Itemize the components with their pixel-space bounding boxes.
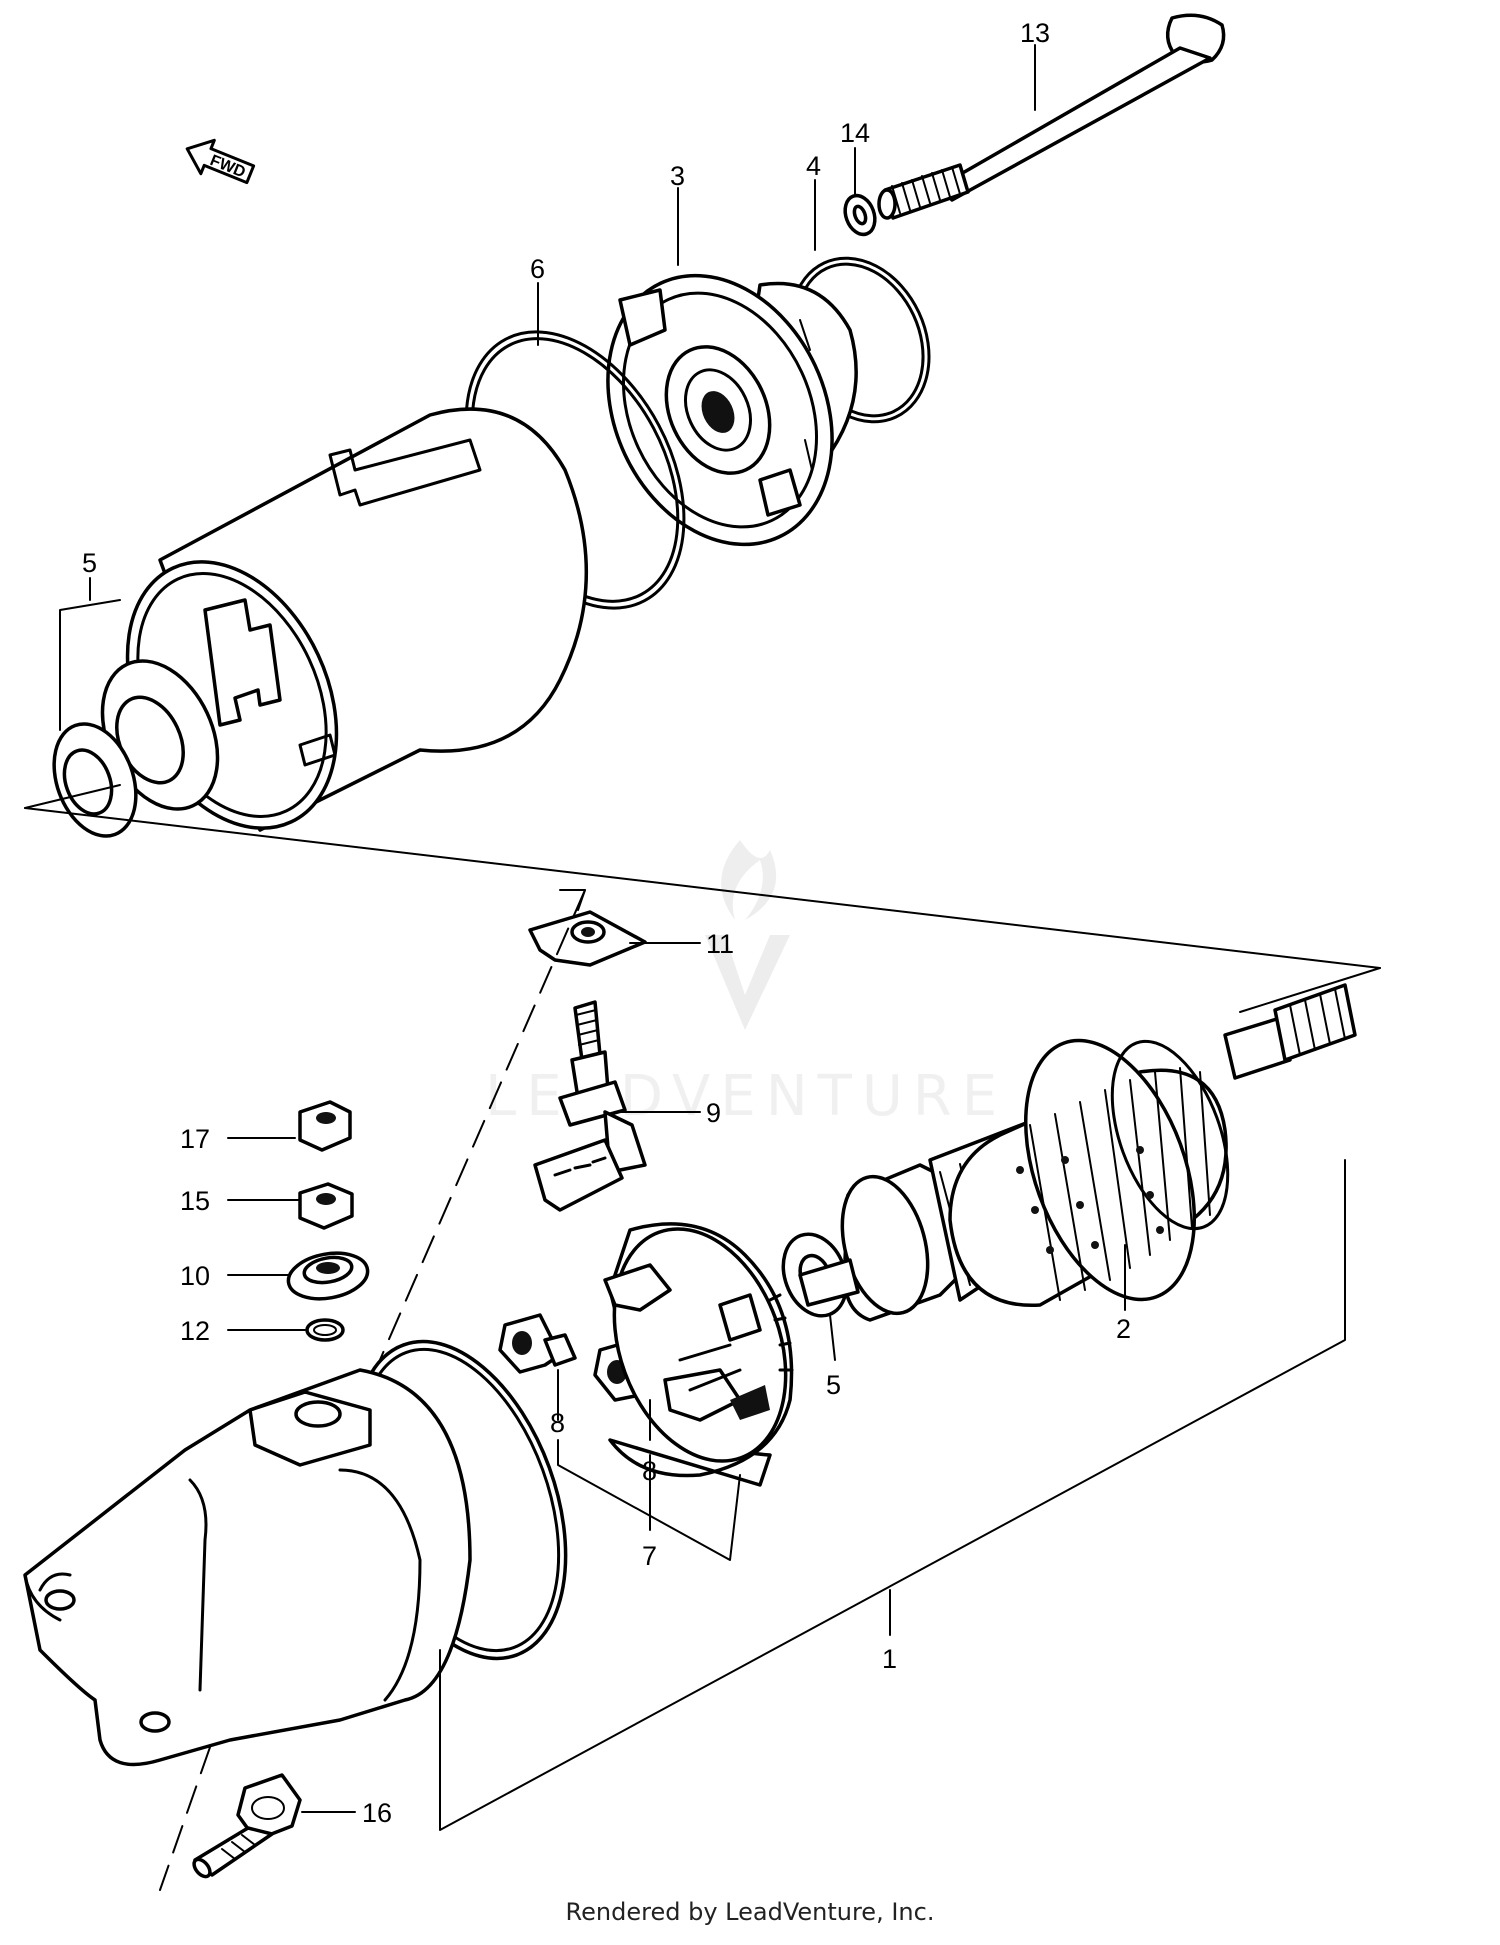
callout-12: 12 (180, 1316, 210, 1346)
part-insulator-10 (286, 1251, 370, 1301)
part-front-housing (23, 1339, 568, 1767)
callout-2: 2 (1116, 1314, 1131, 1344)
callout-9: 9 (706, 1098, 721, 1128)
callout-7: 7 (642, 1541, 657, 1571)
callout-leaders (59, 44, 1126, 1813)
axis-line (24, 784, 121, 809)
part-armature (798, 983, 1357, 1322)
assembly-bracket (439, 1159, 1346, 1831)
alignment-line (344, 889, 586, 1441)
part-brush-plate-assembly (603, 1222, 794, 1487)
part-bolt-16 (192, 1773, 302, 1879)
part-nut-15 (298, 1182, 354, 1230)
callout-3: 3 (670, 161, 685, 191)
part-thrust-washers (52, 659, 220, 838)
part-nut-17 (298, 1100, 352, 1152)
part-through-bolt (877, 13, 1226, 220)
part-washer-14 (843, 193, 877, 237)
footer-credit: Rendered by LeadVenture, Inc. (565, 1898, 935, 1926)
callout-8-right: 8 (642, 1456, 657, 1486)
watermark-logo: LEADVENTURE (485, 840, 997, 1129)
callout-10: 10 (180, 1261, 210, 1291)
callout-11: 11 (706, 929, 734, 959)
callout-13: 13 (1020, 18, 1050, 48)
part-yoke-housing (125, 407, 589, 832)
callout-15: 15 (180, 1186, 210, 1216)
callout-8-left: 8 (550, 1408, 565, 1438)
callout-14: 14 (840, 118, 870, 148)
callout-4: 4 (806, 151, 821, 181)
part-rear-end-cover (606, 273, 858, 547)
part-terminal-bolt (533, 1000, 647, 1212)
forward-arrow-icon: FWD (185, 138, 256, 185)
callout-5-upper: 5 (82, 548, 97, 578)
callout-6: 6 (530, 254, 545, 284)
callout-17: 17 (180, 1124, 210, 1154)
part-o-ring-12 (305, 1318, 345, 1342)
callout-1: 1 (882, 1644, 897, 1674)
callout-16: 16 (362, 1798, 392, 1828)
part-terminal-plate (528, 910, 647, 967)
callout-5-lower: 5 (826, 1370, 841, 1400)
part-brush-holder-8a (498, 1313, 577, 1374)
